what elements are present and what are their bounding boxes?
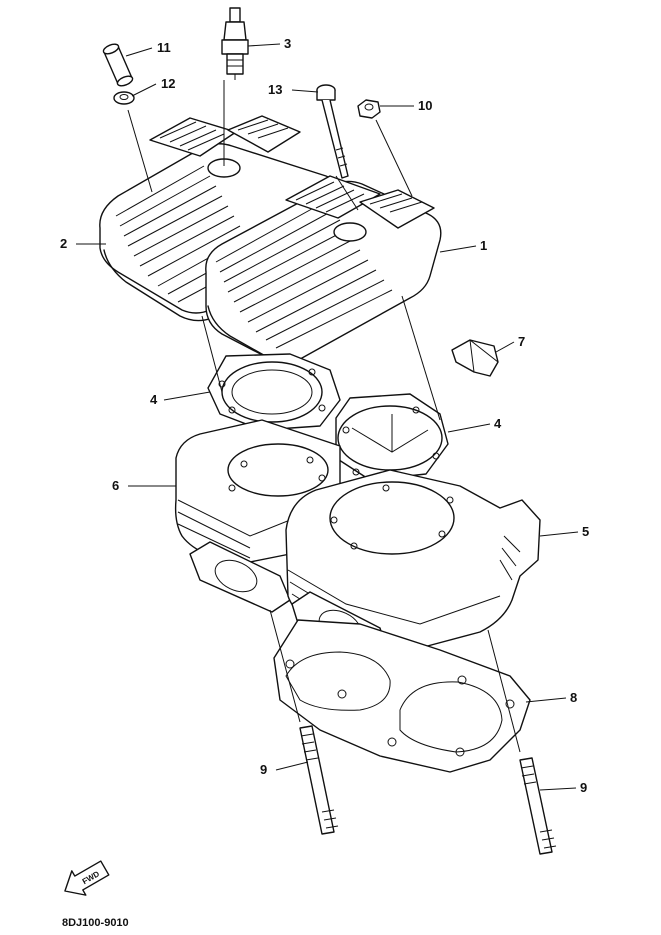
- part-12-washer: [113, 91, 135, 105]
- callout-5: 5: [582, 524, 589, 539]
- callout-4-left: 4: [150, 392, 158, 407]
- callout-3: 3: [284, 36, 291, 51]
- callout-4-right: 4: [494, 416, 502, 431]
- part-3-spark-plug: [221, 7, 249, 80]
- part-7-clamp: [451, 339, 499, 377]
- leader-lines: [76, 43, 579, 791]
- part-1-cylinder-head-right: [205, 175, 442, 367]
- part-8-base-gasket: [273, 619, 531, 773]
- callout-6: 6: [112, 478, 119, 493]
- part-10-nut: [357, 99, 381, 119]
- diagram-code: 8DJ100-9010: [62, 917, 129, 929]
- callout-9-right: 9: [580, 780, 587, 795]
- part-9-stud-left: [299, 725, 339, 835]
- callout-13: 13: [268, 82, 282, 97]
- part-11-sleeve: [102, 43, 134, 87]
- callout-11: 11: [157, 40, 171, 55]
- callout-9-left: 9: [260, 762, 267, 777]
- callout-1: 1: [480, 238, 487, 253]
- alignment-lines: [127, 109, 521, 753]
- part-9-stud-right: [519, 757, 557, 855]
- callout-12: 12: [161, 76, 175, 91]
- callout-2: 2: [60, 236, 67, 251]
- fwd-arrow-icon: FWD: [64, 860, 110, 896]
- callout-8: 8: [570, 690, 577, 705]
- part-4-head-gasket-left: [207, 353, 341, 431]
- callout-7: 7: [518, 334, 525, 349]
- part-13-bolt: [316, 84, 349, 179]
- part-4-head-gasket-right: [335, 393, 449, 481]
- callout-10: 10: [418, 98, 432, 113]
